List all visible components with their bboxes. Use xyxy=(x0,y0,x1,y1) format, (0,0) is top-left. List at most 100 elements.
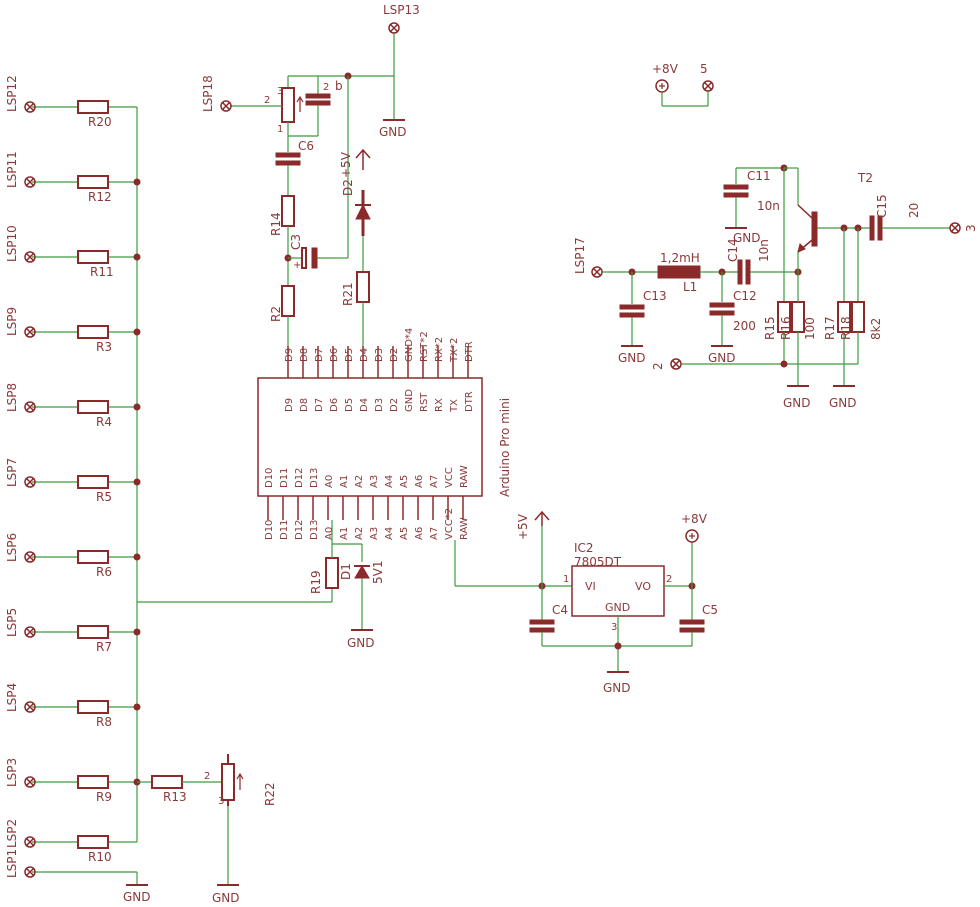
label-r9: R9 xyxy=(96,790,112,804)
label-r5: R5 xyxy=(96,490,112,504)
label-r11: R11 xyxy=(90,265,114,279)
row-lsp2 xyxy=(32,782,138,849)
label-5v-top: +5V xyxy=(339,151,353,178)
arduino-top-inner-label: D6 xyxy=(329,398,340,412)
label-gnd-2: GND xyxy=(212,891,240,905)
arduino-top-pin-label: D7 xyxy=(314,348,325,362)
label-c4: C4 xyxy=(552,603,568,617)
ladder-connectors xyxy=(24,101,36,878)
arduino-bottom-inner-label: A0 xyxy=(324,475,335,488)
arduino-top-inner-label: RX xyxy=(434,398,445,412)
arduino-top-pin-label: GND*4 xyxy=(404,328,415,362)
supply-8v-pin5: +8V 5 xyxy=(652,62,714,107)
row-lsp7 xyxy=(32,475,137,489)
label-lsp2: LSP2 xyxy=(5,819,19,848)
arduino-bottom-pin-label: A6 xyxy=(414,527,425,540)
label-8v-reg: +8V xyxy=(681,512,708,526)
label-r18-val: 8k2 xyxy=(869,318,883,340)
label-r15: R15 xyxy=(763,316,777,340)
arduino-top-inner-label: D5 xyxy=(344,398,355,412)
label-r13: R13 xyxy=(163,790,187,804)
arduino-bottom-pin-label: D11 xyxy=(279,520,290,540)
label-d1: D1 xyxy=(339,563,353,580)
label-lsp5: LSP5 xyxy=(5,608,19,637)
arduino-bottom-pin-label: A0 xyxy=(324,527,335,540)
arduino-top-inner-label: TX xyxy=(449,399,460,413)
label-r2: R2 xyxy=(269,306,283,322)
arduino-bottom-pin-label: A2 xyxy=(354,527,365,540)
label-lsp12: LSP12 xyxy=(5,75,19,112)
pin-trim-2: 2 xyxy=(264,95,270,106)
arduino-bottom-inner-label: A6 xyxy=(414,475,425,488)
label-r12: R12 xyxy=(88,190,112,204)
arduino-top-inner-label: D8 xyxy=(299,398,310,412)
arduino-top-inner-label: RST xyxy=(419,392,430,412)
arduino-bottom-pin-label: A3 xyxy=(369,527,380,540)
arduino-bottom-pin-label: RAW xyxy=(459,517,470,540)
arduino-label: Arduino Pro mini xyxy=(498,398,512,497)
arduino-bottom-inner-label: A4 xyxy=(384,475,395,488)
label-r22: R22 xyxy=(263,782,277,806)
label-gnd-6: GND xyxy=(708,351,736,365)
arduino-bottom-pin-label: A5 xyxy=(399,527,410,540)
label-r18: R18 xyxy=(839,316,853,340)
label-r8: R8 xyxy=(96,715,112,729)
label-lsp7: LSP7 xyxy=(5,458,19,487)
pin-ic-2: 2 xyxy=(666,574,672,585)
label-r16-val: 100 xyxy=(803,317,817,340)
label-c14: C14 xyxy=(726,238,740,262)
label-r19: R19 xyxy=(309,570,323,594)
arduino-bottom-inner-label: A5 xyxy=(399,475,410,488)
label-lsp17: LSP17 xyxy=(573,237,587,274)
arduino-bottom-inner-label: D11 xyxy=(279,468,290,488)
label-pin-5: 5 xyxy=(700,62,708,76)
label-c11: C11 xyxy=(747,169,771,183)
arduino-pro-mini: D9D9D8D8D7D7D6D6D5D5D4D4D3D3D2D2GND*4GND… xyxy=(257,328,512,540)
ladder-junctions xyxy=(133,178,141,786)
label-c12-val: 200 xyxy=(733,319,756,333)
label-r17: R17 xyxy=(823,316,837,340)
row-lsp5 xyxy=(32,625,137,639)
c3-plus: + xyxy=(293,260,301,271)
arduino-top-inner-label: D2 xyxy=(389,398,400,412)
label-t2: T2 xyxy=(857,171,873,185)
power-regulator: +5V IC2 7805DT VI VO GND 1 2 3 +8V C4 C5… xyxy=(454,510,718,695)
lsp18-connector xyxy=(220,100,232,112)
label-gnd-4: GND xyxy=(379,125,407,139)
label-c12: C12 xyxy=(733,289,757,303)
label-5v-reg: +5V xyxy=(516,513,530,540)
arduino-bottom-inner-label: A2 xyxy=(354,475,365,488)
label-r4: R4 xyxy=(96,415,112,429)
label-ic-gnd: GND xyxy=(605,601,630,614)
arduino-top-pin-label: D8 xyxy=(299,348,310,362)
pin-r22-3: 3 xyxy=(218,796,224,807)
row-lsp6 xyxy=(32,550,137,564)
rf-stage: LSP17 C13 GND 1,2mH L1 C12 200 GND C14 1… xyxy=(573,164,978,410)
arduino-bottom-inner-label: A7 xyxy=(429,475,440,488)
arduino-top-inner-label: D7 xyxy=(314,398,325,412)
arduino-bottom-inner-label: A3 xyxy=(369,475,380,488)
label-lsp6: LSP6 xyxy=(5,533,19,562)
arduino-bottom-inner-label: A1 xyxy=(339,475,350,488)
arduino-top-inner-label: D3 xyxy=(374,398,385,412)
label-lsp11: LSP11 xyxy=(5,151,19,188)
arduino-top-inner-label: GND xyxy=(404,389,415,412)
pin-ic-1: 1 xyxy=(563,574,569,585)
arduino-top-pin-label: TX*2 xyxy=(449,338,460,363)
label-ic2-val: 7805DT xyxy=(574,555,622,569)
label-d2: D2 xyxy=(341,179,355,196)
label-8v-top: +8V xyxy=(652,62,679,76)
label-pin-2: 2 xyxy=(651,362,665,370)
pin-ic-3: 3 xyxy=(611,622,617,633)
label-l1-val: 1,2mH xyxy=(660,251,700,265)
arduino-top-pin-label: D9 xyxy=(284,348,295,362)
label-gnd-10: GND xyxy=(603,681,631,695)
top-center-circuit: LSP13 GND LSP18 2 3 1 2 b C6 R14 xyxy=(201,3,420,346)
label-c15-val: 20 xyxy=(907,203,921,218)
label-r20: R20 xyxy=(88,115,112,129)
arduino-bottom-inner-label: D12 xyxy=(294,468,305,488)
row-lsp4 xyxy=(32,700,137,714)
arduino-bottom-pin-label: D10 xyxy=(264,520,275,540)
arduino-bottom-inner-label: RAW xyxy=(459,465,470,488)
